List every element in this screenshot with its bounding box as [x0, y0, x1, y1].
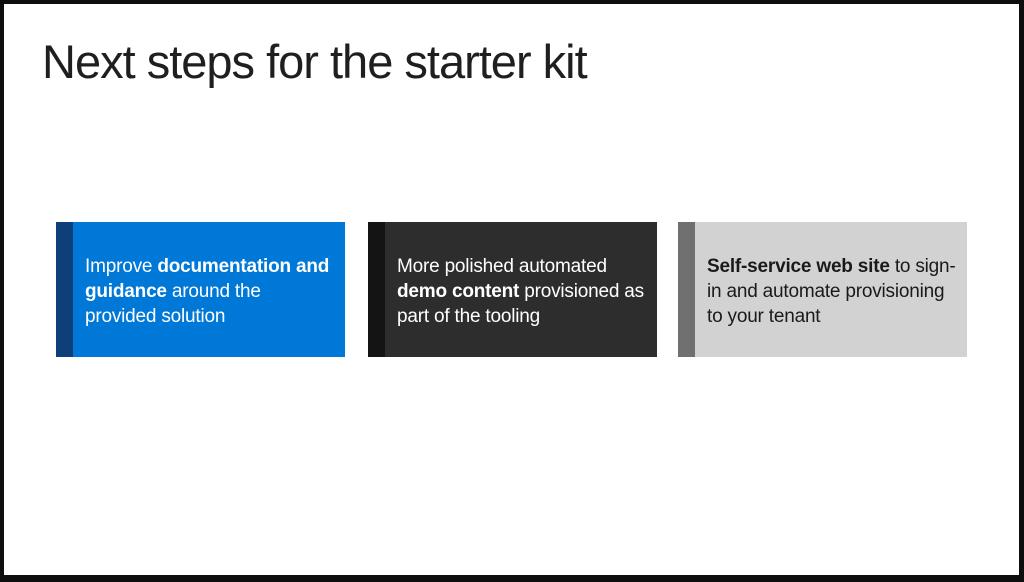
card-accent-bar	[368, 222, 385, 357]
card-text-bold: Self-service web site	[707, 256, 890, 277]
card-text: More polished automated demo content pro…	[397, 254, 649, 329]
card-text-pre: More polished automated	[397, 256, 607, 277]
card-text-post: around the provided solution	[85, 281, 261, 327]
card-accent-bar	[56, 222, 73, 357]
card-text-post: to sign-in and automate provisioning to …	[707, 256, 956, 327]
card-text-bold: demo content	[397, 281, 520, 302]
card-text-post: provisioned as part of the tooling	[397, 281, 644, 327]
card-text-bold: documentation and guidance	[85, 256, 330, 302]
slide-title: Next steps for the starter kit	[42, 35, 588, 88]
card-text-pre: Improve	[85, 256, 158, 277]
card-self-service: Self-service web site to sign-in and aut…	[678, 222, 967, 357]
card-demo-content: More polished automated demo content pro…	[368, 222, 657, 357]
slide: Next steps for the starter kit Improve d…	[4, 4, 1019, 575]
card-documentation: Improve documentation and guidance aroun…	[56, 222, 345, 357]
card-text: Self-service web site to sign-in and aut…	[707, 254, 959, 329]
card-text: Improve documentation and guidance aroun…	[85, 254, 337, 329]
card-accent-bar	[678, 222, 695, 357]
